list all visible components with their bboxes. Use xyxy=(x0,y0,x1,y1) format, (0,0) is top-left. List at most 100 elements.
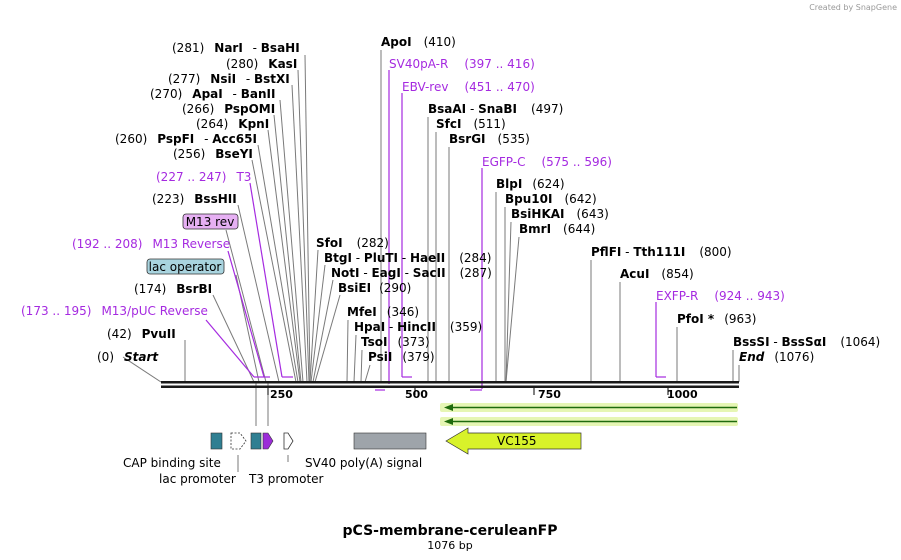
tick-500: 500 xyxy=(405,388,428,401)
site-apai: ApaI xyxy=(192,87,222,101)
svg-text:M13 rev: M13 rev xyxy=(186,215,235,229)
site-bsrbi: BsrBI xyxy=(176,282,212,296)
svg-text:EBV-rev(451 .. 470): EBV-rev(451 .. 470) xyxy=(402,80,535,94)
tick-1000: 1000 xyxy=(667,388,698,401)
t3-promoter-feature xyxy=(283,432,294,450)
primer-connector-lines xyxy=(205,70,666,391)
svg-text:(42)PvuII: (42)PvuII xyxy=(107,327,176,341)
svg-text:(223)BssHII: (223)BssHII xyxy=(152,192,237,206)
svg-text:(260)PspFI - Acc65I: (260)PspFI - Acc65I xyxy=(115,132,257,146)
svg-text:PfoI *(963): PfoI *(963) xyxy=(677,312,756,326)
site-bseyi: BseYI xyxy=(215,147,253,161)
svg-text:(264)KpnI: (264)KpnI xyxy=(196,117,269,131)
site-bsssi: BssSI xyxy=(733,335,770,349)
site-hincii: HincII xyxy=(397,320,436,334)
features-row: VC155 CAP binding site lac promoter T3 p… xyxy=(123,427,582,486)
primer-t3: T3 xyxy=(235,170,251,184)
site-bsaai: BsaAI xyxy=(428,102,466,116)
site-psii: PsiI xyxy=(368,350,392,364)
primer-m13-puc-reverse: M13/pUC Reverse xyxy=(101,304,208,318)
svg-text:SfcI(511): SfcI(511) xyxy=(436,117,506,131)
site-kpni: KpnI xyxy=(238,117,269,131)
primer-exfp-r: EXFP-R xyxy=(656,289,698,303)
site-banii: BanII xyxy=(241,87,276,101)
site-pluti: PluTI xyxy=(364,251,398,265)
svg-text:NotI - EagI - SacII(287): NotI - EagI - SacII(287) xyxy=(331,266,492,280)
svg-text:SV40pA-R(397 .. 416): SV40pA-R(397 .. 416) xyxy=(389,57,535,71)
lac-operator-feature xyxy=(250,432,262,450)
lac-promoter-feature xyxy=(230,432,247,450)
site-sfoi: SfoI xyxy=(316,236,343,250)
site-bstxi: BstXI xyxy=(254,72,290,86)
svg-text:(173 .. 195)M13/pUC Reverse: (173 .. 195)M13/pUC Reverse xyxy=(21,304,208,318)
site-start: Start xyxy=(124,350,159,364)
svg-text:(270)ApaI - BanII: (270)ApaI - BanII xyxy=(150,87,275,101)
site-blpi: BlpI xyxy=(496,177,522,191)
svg-text:BmrI(644): BmrI(644) xyxy=(519,222,595,236)
site-hpai: HpaI xyxy=(354,320,385,334)
site-tsoi: TsoI xyxy=(361,335,387,349)
site-end: End xyxy=(739,350,765,364)
site-nari: NarI xyxy=(214,41,243,55)
site-bsshii: BssHII xyxy=(194,192,236,206)
svg-text:BssSI - BssSαI(1064): BssSI - BssSαI(1064) xyxy=(733,335,880,349)
primer-sv40pa-r: SV40pA-R xyxy=(389,57,448,71)
sv40-polya-feature xyxy=(353,432,427,450)
site-apoi: ApoI xyxy=(381,35,412,49)
cap-binding-site-feature xyxy=(210,432,223,450)
site-bsiei: BsiEI xyxy=(338,281,371,295)
svg-text:(0)Start: (0)Start xyxy=(97,350,159,364)
vc155-feature xyxy=(445,427,582,455)
svg-text:(266)PspOMI: (266)PspOMI xyxy=(182,102,275,116)
tick-750: 750 xyxy=(538,388,561,401)
orf-arrows xyxy=(440,403,738,426)
svg-text:AcuI(854): AcuI(854) xyxy=(620,267,694,281)
cap-binding-site-label: CAP binding site xyxy=(123,456,221,470)
svg-text:BtgI - PluTI - HaeII(284): BtgI - PluTI - HaeII(284) xyxy=(324,251,491,265)
svg-text:(227 .. 247)T3: (227 .. 247)T3 xyxy=(156,170,251,184)
t3-promoter-label: T3 promoter xyxy=(248,472,324,486)
svg-text:PflFI - Tth111I(800): PflFI - Tth111I(800) xyxy=(591,245,732,259)
site-snabi: SnaBI xyxy=(478,102,517,116)
site-kasi: KasI xyxy=(268,57,297,71)
m13-rev-feature xyxy=(262,432,274,450)
sv40-polya-label: SV40 poly(A) signal xyxy=(305,456,422,470)
site-bsssai: BssSαI xyxy=(782,335,827,349)
svg-text:Bpu10I(642): Bpu10I(642) xyxy=(505,192,597,206)
site-sacii: SacII xyxy=(413,266,446,280)
svg-text:(256)BseYI: (256)BseYI xyxy=(173,147,253,161)
site-pspfi: PspFI xyxy=(157,132,194,146)
svg-text:(192 .. 208)M13 Reverse: (192 .. 208)M13 Reverse xyxy=(72,237,230,251)
site-acui: AcuI xyxy=(620,267,649,281)
boxed-label-m13rev: M13 rev xyxy=(182,213,239,230)
site-pspomi: PspOMI xyxy=(224,102,275,116)
svg-text:(280)KasI: (280)KasI xyxy=(226,57,297,71)
svg-text:End(1076): End(1076) xyxy=(739,350,814,364)
sequence-backbone xyxy=(161,381,739,388)
site-connector-lines xyxy=(122,50,740,426)
svg-text:EXFP-R(924 .. 943): EXFP-R(924 .. 943) xyxy=(656,289,785,303)
boxed-label-lac-operator: lac operator xyxy=(146,258,225,275)
svg-text:MfeI(346): MfeI(346) xyxy=(347,305,419,319)
svg-text:BsiEI(290): BsiEI(290) xyxy=(338,281,411,295)
site-sfci: SfcI xyxy=(436,117,461,131)
primer-ebv-rev: EBV-rev xyxy=(402,80,448,94)
site-bsahi: BsaHI xyxy=(261,41,300,55)
svg-text:BsiHKAI(643): BsiHKAI(643) xyxy=(511,207,609,221)
svg-text:ApoI(410): ApoI(410) xyxy=(381,35,456,49)
site-eagi: EagI xyxy=(371,266,400,280)
site-btgi: BtgI xyxy=(324,251,352,265)
site-tth111i: Tth111I xyxy=(633,245,685,259)
svg-text:(281)NarI - BsaHI: (281)NarI - BsaHI xyxy=(172,41,300,55)
svg-text:BlpI(624): BlpI(624) xyxy=(496,177,565,191)
site-labels: (281)NarI - BsaHI (280)KasI (277)NsiI - … xyxy=(97,35,880,364)
svg-text:BsaAI - SnaBI(497): BsaAI - SnaBI(497) xyxy=(428,102,563,116)
svg-text:(174)BsrBI: (174)BsrBI xyxy=(134,282,212,296)
map-length: 1076 bp xyxy=(427,539,472,552)
svg-text:EGFP-C(575 .. 596): EGFP-C(575 .. 596) xyxy=(482,155,612,169)
ruler-ticks: 250 500 750 1000 xyxy=(267,388,698,401)
site-bsihkai: BsiHKAI xyxy=(511,207,565,221)
snapgene-brand: Created by SnapGene xyxy=(809,3,897,12)
svg-text:TsoI(373): TsoI(373) xyxy=(361,335,430,349)
site-pvuii: PvuII xyxy=(142,327,176,341)
